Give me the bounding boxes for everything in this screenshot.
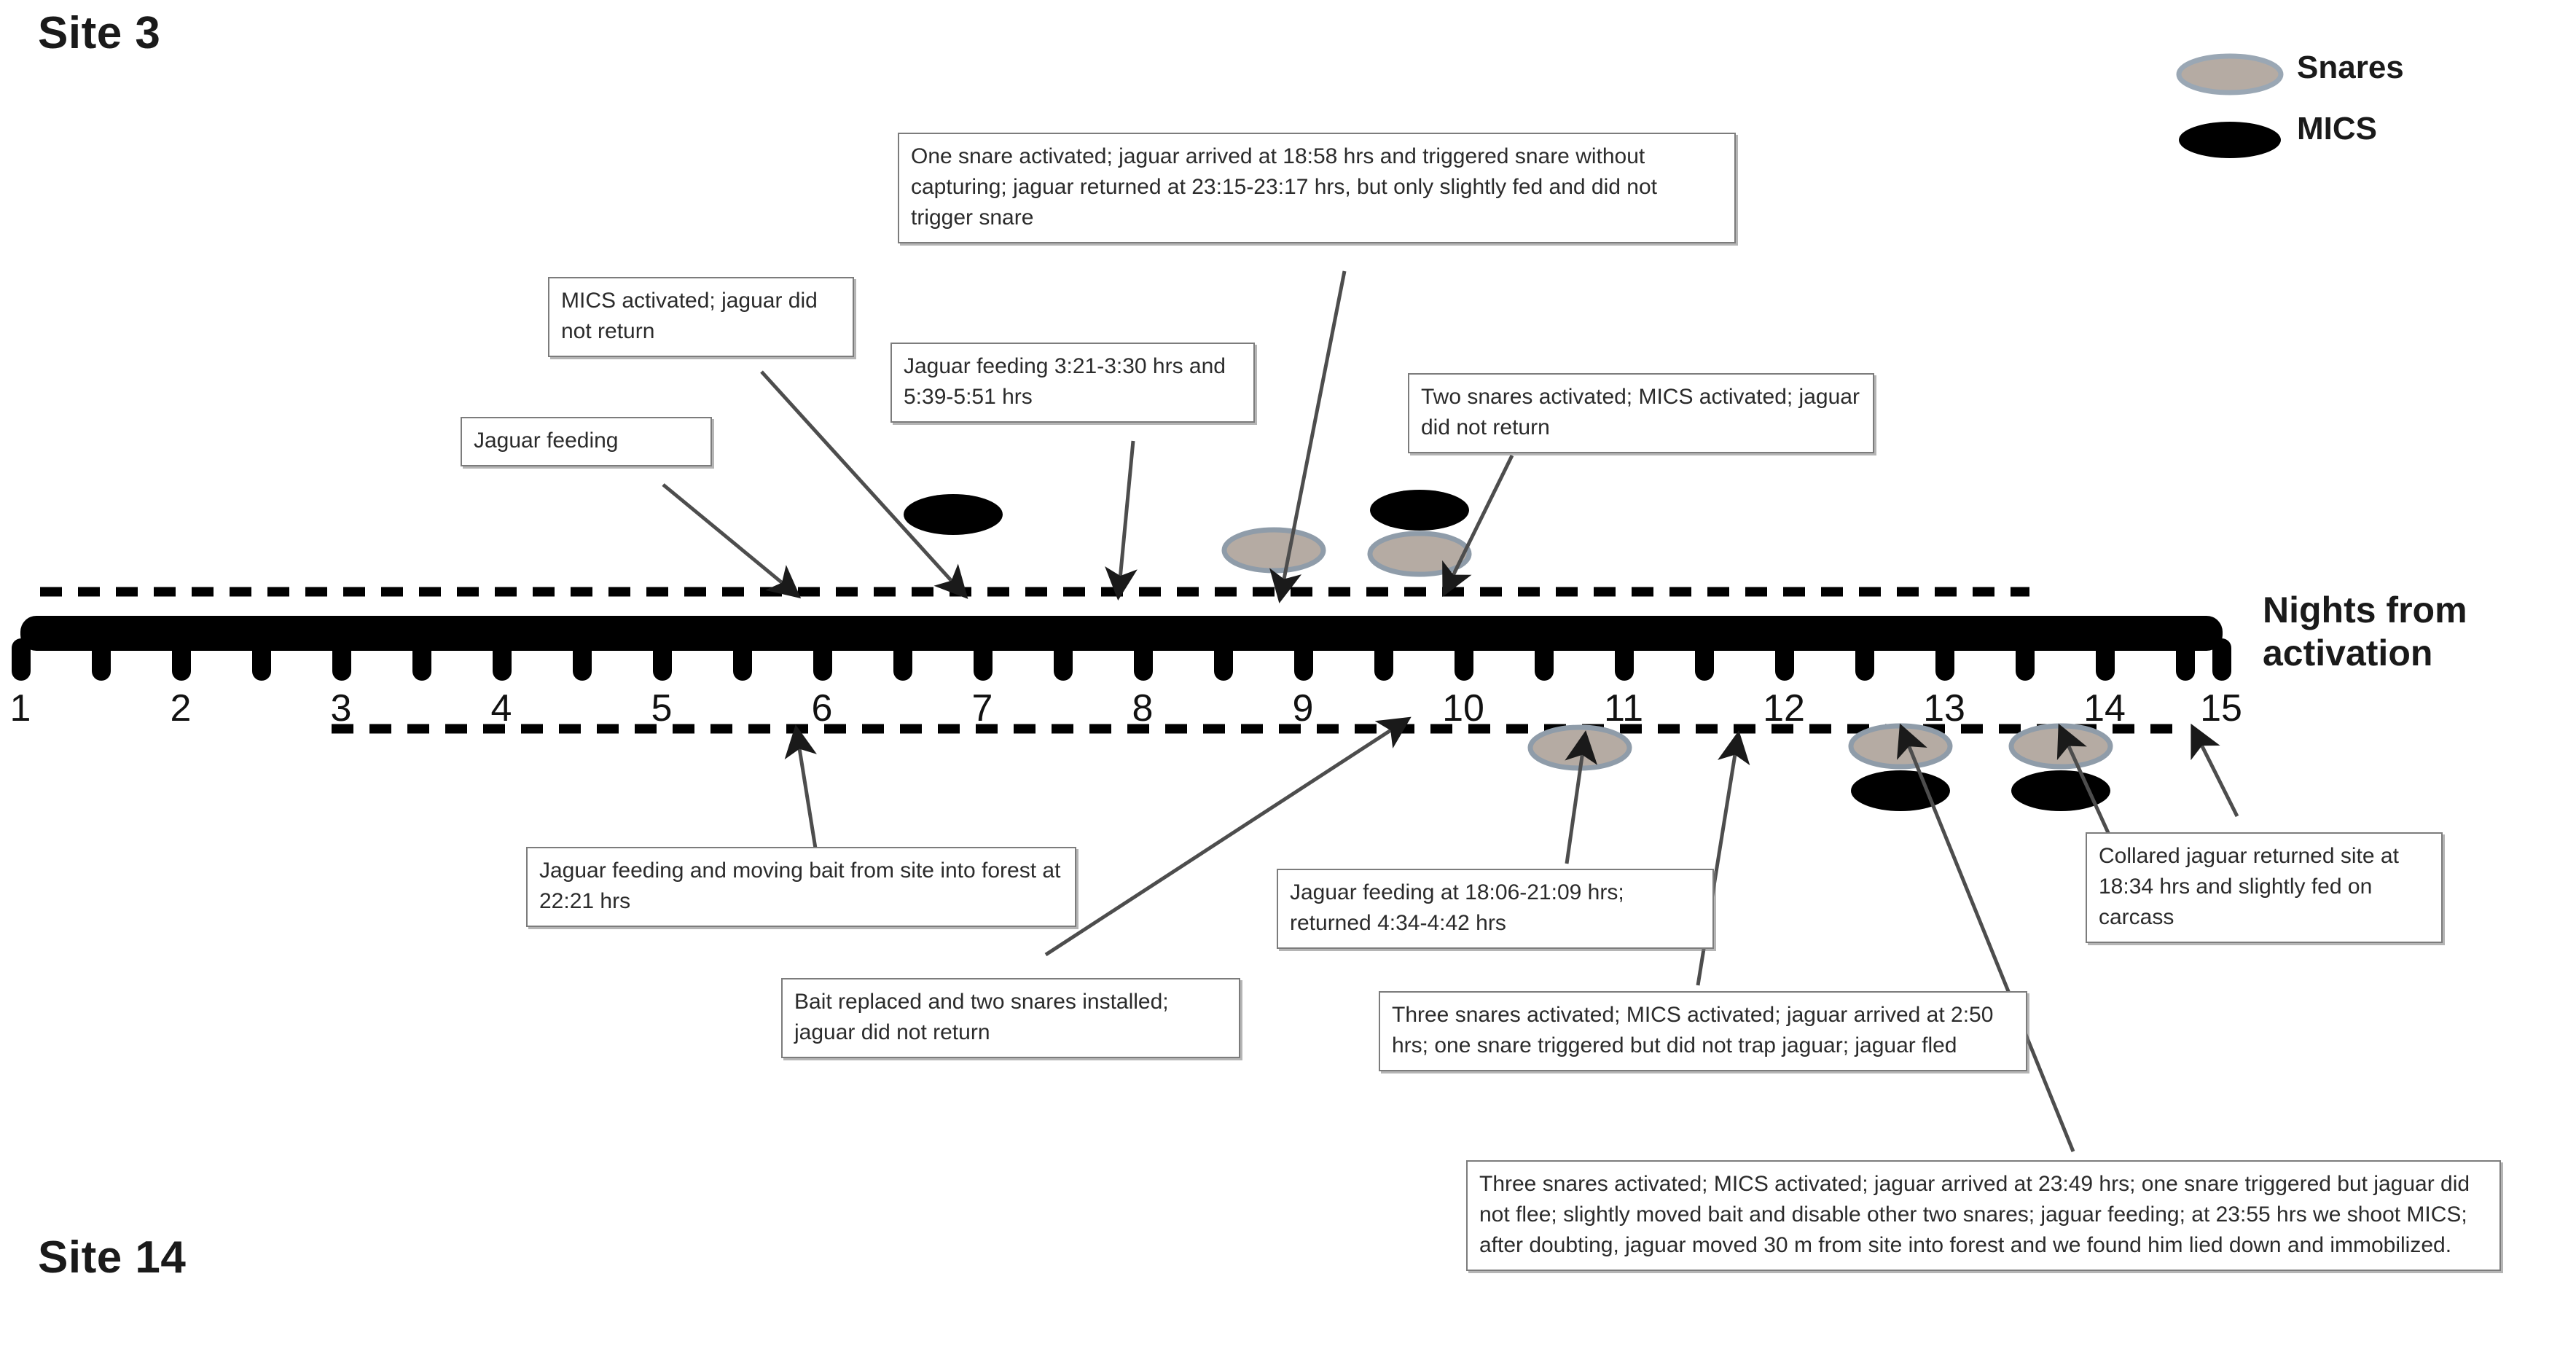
callout-collared-returned: Collared jaguar returned site at 18:34 h…	[2086, 832, 2443, 943]
tick-label-7: 7	[971, 687, 993, 730]
marker-mics-n14	[2011, 770, 2110, 811]
tick-label-13: 13	[1923, 687, 1965, 730]
tick-label-4: 4	[490, 687, 512, 730]
marker-snares-night10	[1367, 531, 1472, 577]
leader-feeding-times	[1105, 440, 1138, 601]
site14-markers	[1527, 723, 2113, 811]
callout-one-snare-activated: One snare activated; jaguar arrived at 1…	[898, 133, 1736, 243]
site-title-top: Site 3	[38, 8, 161, 58]
leader-two-snares	[1442, 454, 1514, 598]
leader-night14-marker	[2191, 723, 2239, 818]
tick-label-15: 15	[2200, 687, 2242, 730]
marker-snares-n13	[1848, 723, 1953, 770]
tick-label-8: 8	[1132, 687, 1154, 730]
axis-caption: Nights from activation	[2263, 589, 2554, 675]
tick-label-9: 9	[1292, 687, 1314, 730]
tick-label-14: 14	[2083, 687, 2126, 730]
tick-label-12: 12	[1763, 687, 1805, 730]
callout-jaguar-feeding-times: Jaguar feeding 3:21-3:30 hrs and 5:39-5:…	[890, 343, 1255, 423]
tick-label-10: 10	[1442, 687, 1484, 730]
callout-three-snares-2349: Three snares activated; MICS activated; …	[1466, 1160, 2501, 1271]
callout-two-snares-activated: Two snares activated; MICS activated; ja…	[1408, 373, 1874, 453]
callout-feeding-moving-bait: Jaguar feeding and moving bait from site…	[526, 847, 1076, 927]
leader-one-snare	[1269, 270, 1347, 603]
tick-label-11: 11	[1604, 687, 1643, 730]
callout-feeding-1806: Jaguar feeding at 18:06-21:09 hrs; retur…	[1277, 869, 1714, 949]
callout-mics-activated-no-return: MICS activated; jaguar did not return	[548, 277, 854, 357]
timeline-axis	[12, 616, 2231, 681]
axis-caption-line2: activation	[2263, 633, 2433, 673]
marker-snares-n11	[1527, 724, 1632, 771]
marker-snares-n14	[2008, 723, 2113, 770]
legend-swatches	[2176, 53, 2284, 158]
site3-markers	[904, 490, 1472, 577]
marker-mics-night7	[904, 494, 1003, 535]
mics-ellipse-icon	[2179, 122, 2281, 158]
callout-three-snares-250: Three snares activated; MICS activated; …	[1379, 991, 2027, 1071]
leader-feeding-1806	[1565, 730, 1598, 864]
tick-label-3: 3	[330, 687, 352, 730]
leader-three-snares-2349	[1897, 723, 2075, 1152]
site-title-bottom: Site 14	[38, 1232, 187, 1283]
snare-ellipse-icon	[2176, 53, 2284, 95]
axis-caption-line1: Nights from	[2263, 590, 2467, 630]
callout-jaguar-feeding: Jaguar feeding	[461, 417, 712, 466]
leader-feeding-moving-bait	[784, 724, 818, 853]
tick-label-5: 5	[651, 687, 673, 730]
callout-bait-replaced: Bait replaced and two snares installed; …	[781, 978, 1240, 1058]
marker-mics-night10	[1370, 490, 1469, 531]
tick-label-6: 6	[811, 687, 833, 730]
leader-jaguar-feeding	[662, 483, 802, 599]
legend-label-snares: Snares	[2297, 50, 2404, 85]
marker-mics-n13	[1851, 770, 1950, 811]
tick-label-2: 2	[170, 687, 192, 730]
tick-label-1: 1	[9, 687, 31, 730]
marker-snares-night9	[1221, 527, 1326, 574]
legend-label-mics: MICS	[2297, 111, 2377, 146]
